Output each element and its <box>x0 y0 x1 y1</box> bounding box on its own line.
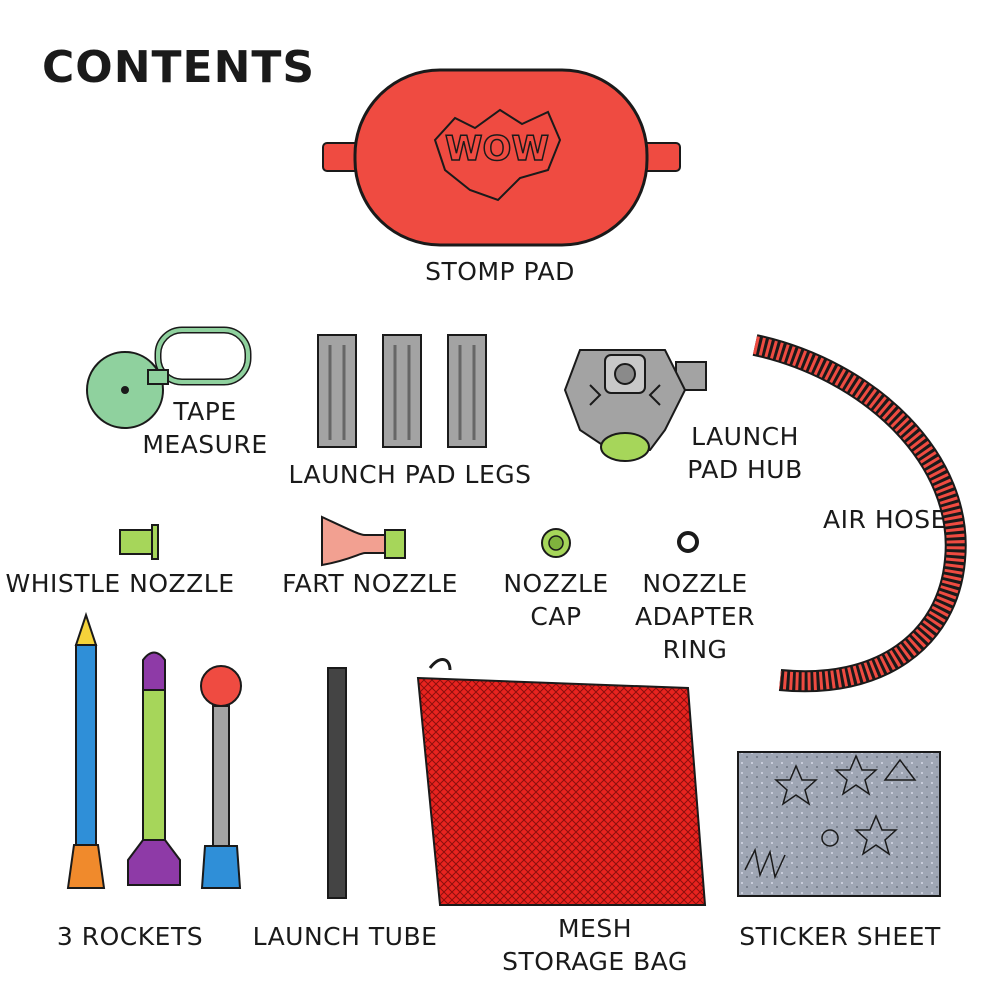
label-whistle-nozzle: WHISTLE NOZZLE <box>5 569 235 598</box>
label-sticker-sheet: STICKER SHEET <box>739 922 941 951</box>
label-launch-pad-hub: LAUNCH PAD HUB <box>687 422 803 484</box>
launch-pad-leg-icon <box>382 334 422 448</box>
tape-measure-icon <box>86 326 252 429</box>
label-fart-nozzle: FART NOZZLE <box>282 569 458 598</box>
sticker-sheet-icon <box>737 751 941 897</box>
nozzle-adapter-ring-icon <box>677 531 699 553</box>
label-nozzle-adapter-ring: NOZZLE ADAPTER RING <box>634 569 756 664</box>
mesh-bag-icon <box>416 658 707 906</box>
rocket-icon <box>200 665 242 889</box>
launch-pad-leg-icon <box>447 334 487 448</box>
launch-pad-leg-icon <box>317 334 357 448</box>
rocket-icon <box>66 611 106 889</box>
label-nozzle-cap: NOZZLE CAP <box>503 569 609 631</box>
rocket-icon <box>127 651 181 886</box>
label-rockets: 3 ROCKETS <box>56 922 204 951</box>
stomp-pad-icon: WOW <box>322 68 681 247</box>
label-tape-measure: TAPE MEASURE <box>142 397 268 459</box>
label-mesh-storage-bag: MESH STORAGE BAG <box>502 914 688 976</box>
label-launch-pad-legs: LAUNCH PAD LEGS <box>288 460 532 489</box>
label-air-hose: AIR HOSE <box>823 505 947 534</box>
launch-pad-hub-icon <box>563 349 707 462</box>
label-stomp-pad: STOMP PAD <box>425 257 575 286</box>
page-title: CONTENTS <box>42 42 316 93</box>
logo-text: WOW <box>445 129 549 169</box>
nozzle-cap-icon <box>541 528 571 558</box>
label-launch-tube: LAUNCH TUBE <box>252 922 438 951</box>
whistle-nozzle-icon <box>119 524 159 560</box>
launch-pad-legs-icons <box>317 334 487 448</box>
launch-tube-icon <box>327 667 347 899</box>
fart-nozzle-icon <box>321 515 406 567</box>
air-hose-icon <box>752 334 967 693</box>
